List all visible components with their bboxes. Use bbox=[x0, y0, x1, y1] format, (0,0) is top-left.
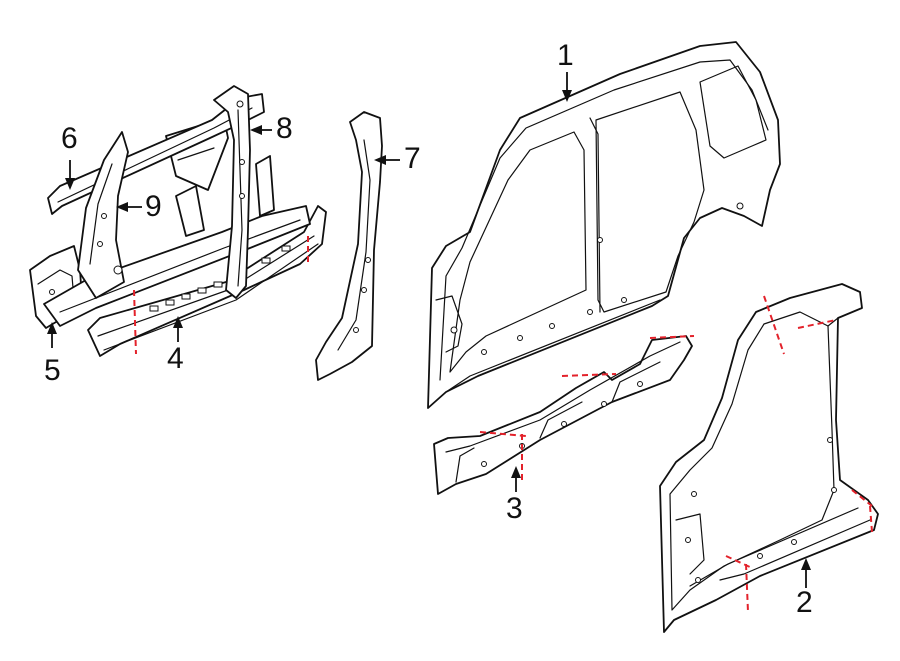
part-1-body-side-outer bbox=[427, 41, 781, 409]
callout-7: 7 bbox=[404, 142, 421, 175]
callout-3: 3 bbox=[506, 492, 523, 525]
part-3-rocker-section bbox=[433, 335, 693, 495]
callout-2: 2 bbox=[796, 586, 813, 619]
leader-arrows bbox=[47, 72, 811, 588]
part-2-front-body-side bbox=[659, 283, 879, 633]
callout-4: 4 bbox=[167, 342, 184, 375]
cut-lines bbox=[133, 236, 873, 613]
callout-8: 8 bbox=[276, 112, 293, 145]
callout-1: 1 bbox=[557, 39, 574, 72]
callout-9: 9 bbox=[145, 190, 162, 223]
callout-5: 5 bbox=[44, 354, 61, 387]
callout-6: 6 bbox=[61, 122, 78, 155]
part-7-center-pillar bbox=[315, 111, 383, 381]
part-4-rocker-reinforcement bbox=[87, 205, 327, 357]
part-9-a-pillar-reinforcement bbox=[77, 131, 129, 299]
part-8-b-pillar-reinforcement bbox=[213, 85, 251, 299]
